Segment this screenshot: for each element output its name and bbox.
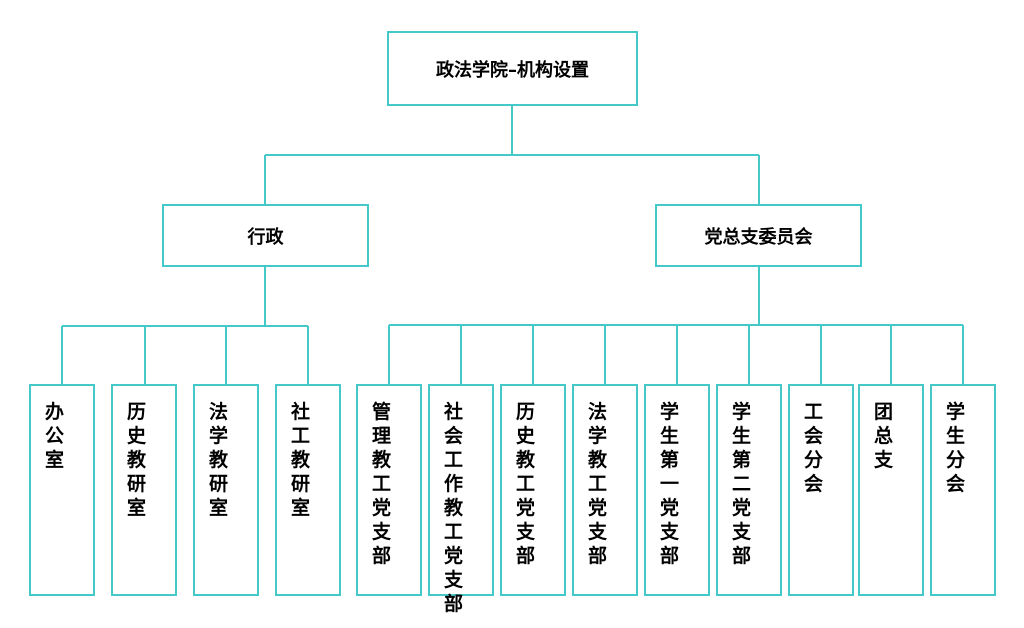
leaf-office: 办公室	[29, 384, 95, 596]
leaf-social-work-teaching-office: 社工教研室	[275, 384, 341, 596]
admin-node: 行政	[162, 204, 369, 267]
leaf-label: 法学教研室	[209, 401, 229, 519]
leaf-label: 学生第一党支部	[660, 401, 680, 567]
leaf-student-first-branch: 学生第一党支部	[644, 384, 710, 596]
leaf-label: 学生第二党支部	[732, 401, 752, 567]
leaf-history-teaching-office: 历史教研室	[111, 384, 177, 596]
leaf-youth-league: 团总支	[858, 384, 924, 596]
leaf-label: 管理教工党支部	[372, 401, 392, 567]
leaf-social-work-staff-branch: 社会工作教工党支部	[428, 384, 494, 615]
leaf-label: 社工教研室	[291, 401, 311, 519]
leaf-labor-union: 工会分会	[788, 384, 854, 596]
leaf-label: 团总支	[874, 401, 894, 471]
leaf-label: 历史教研室	[127, 401, 147, 519]
root-node: 政法学院–机构设置	[387, 31, 638, 106]
leaf-label: 办公室	[45, 401, 65, 471]
party-committee-label: 党总支委员会	[704, 226, 813, 248]
leaf-label: 学生分会	[946, 401, 966, 495]
leaf-label: 工会分会	[804, 401, 824, 495]
leaf-management-staff-branch: 管理教工党支部	[356, 384, 422, 596]
leaf-student-union: 学生分会	[930, 384, 996, 596]
leaf-label: 历史教工党支部	[516, 401, 536, 567]
leaf-law-staff-branch: 法学教工党支部	[572, 384, 638, 596]
admin-label: 行政	[247, 226, 284, 248]
leaf-law-teaching-office: 法学教研室	[193, 384, 259, 596]
party-committee-node: 党总支委员会	[655, 204, 862, 267]
root-label: 政法学院–机构设置	[436, 59, 589, 81]
leaf-label: 社会工作教工党支部	[444, 401, 464, 615]
leaf-history-staff-branch: 历史教工党支部	[500, 384, 566, 596]
leaf-label: 法学教工党支部	[588, 401, 608, 567]
leaf-student-second-branch: 学生第二党支部	[716, 384, 782, 596]
